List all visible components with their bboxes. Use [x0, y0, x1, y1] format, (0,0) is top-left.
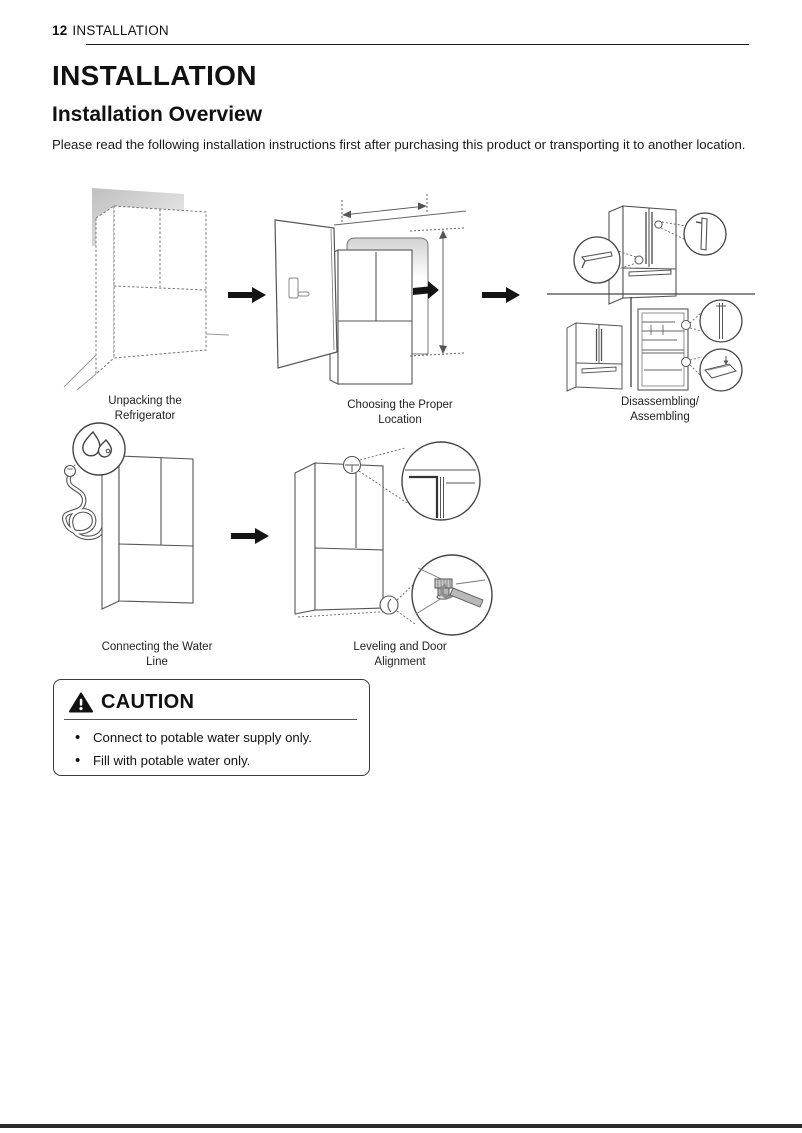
figure-caption-water-line: Connecting the Water Line — [101, 641, 213, 669]
warning-triangle-icon — [69, 692, 93, 713]
figure-caption-choosing-location: Choosing the Proper Location — [347, 399, 453, 427]
connecting-water-line-illustration — [62, 422, 194, 610]
header-rule — [86, 44, 749, 46]
caution-item: Fill with potable water only. — [54, 751, 369, 771]
flow-arrow-icon — [482, 287, 520, 303]
caution-divider — [64, 719, 357, 720]
flow-arrow-icon — [231, 528, 269, 544]
figure-caption-leveling: Leveling and Door Alignment — [353, 641, 447, 669]
intro-paragraph: Please read the following installation i… — [52, 137, 746, 152]
figure-caption-disassembling: Disassembling/ Assembling — [621, 396, 699, 424]
caution-title: CAUTION — [101, 691, 195, 713]
page-footer-rule — [0, 1124, 802, 1128]
flow-arrow-icon — [228, 287, 266, 303]
running-header: 12 INSTALLATION — [52, 23, 169, 38]
running-section-title: INSTALLATION — [72, 23, 169, 38]
page-title: INSTALLATION — [52, 60, 257, 91]
page-number: 12 — [52, 23, 68, 38]
leveling-foot-wrench-detail — [415, 567, 486, 615]
door-gap-detail — [405, 469, 476, 518]
unpacking-refrigerator-illustration — [63, 188, 230, 391]
water-drops-icon — [82, 430, 113, 458]
section-subtitle: Installation Overview — [52, 103, 263, 126]
caution-box: CAUTION Connect to potable water supply … — [53, 679, 370, 776]
leveling-door-alignment-illustration — [294, 441, 493, 636]
caution-item: Connect to potable water supply only. — [54, 728, 369, 748]
choosing-location-illustration — [274, 194, 466, 385]
caution-list: Connect to potable water supply only. Fi… — [54, 724, 369, 771]
figure-caption-unpacking: Unpacking the Refrigerator — [108, 395, 182, 423]
disassembling-assembling-illustration — [547, 205, 755, 392]
